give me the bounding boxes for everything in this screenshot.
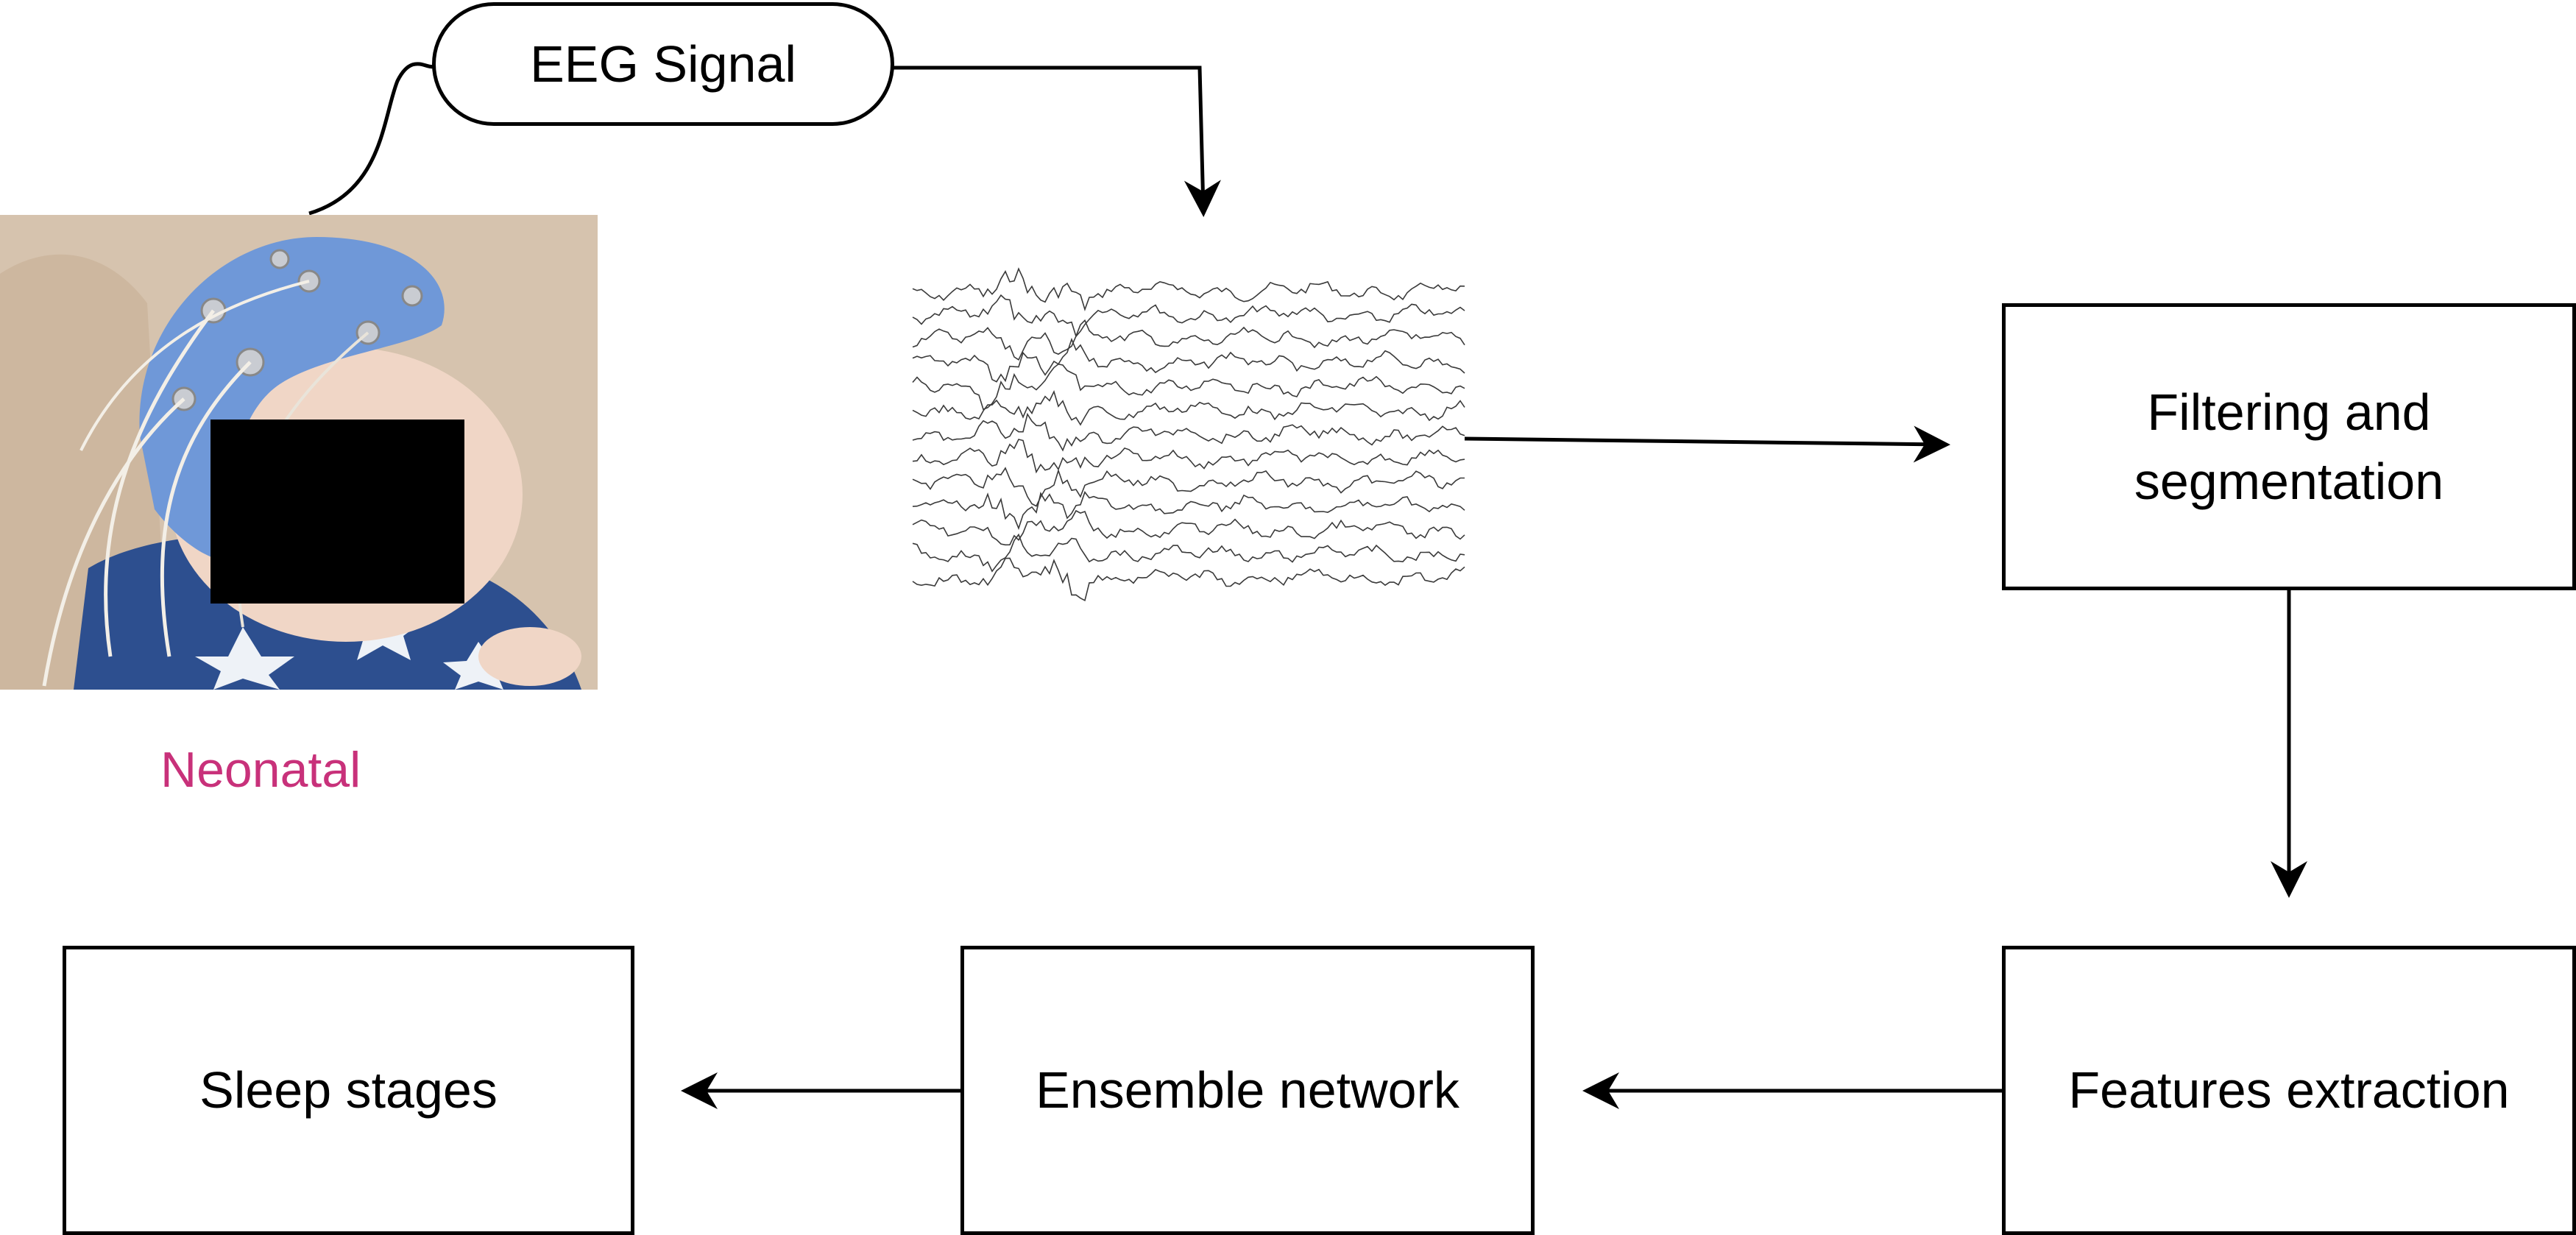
features-extraction-node: Features extraction bbox=[2002, 946, 2576, 1235]
eeg-trace bbox=[912, 509, 1465, 546]
eeg-trace bbox=[912, 363, 1465, 411]
eeg-trace bbox=[912, 267, 1465, 312]
signal-to-waveform-arrow bbox=[843, 66, 1221, 217]
ensemble-network-label: Ensemble network bbox=[1036, 1061, 1459, 1119]
eeg-trace bbox=[912, 467, 1465, 507]
neonate-photo bbox=[0, 215, 598, 690]
sleep-stages-node: Sleep stages bbox=[63, 946, 634, 1235]
cap-to-signal-connector bbox=[308, 62, 436, 216]
sleep-stages-label: Sleep stages bbox=[199, 1061, 498, 1119]
neonatal-label: Neonatal bbox=[160, 742, 361, 798]
ensemble-network-node: Ensemble network bbox=[960, 946, 1535, 1235]
eeg-trace bbox=[912, 557, 1465, 601]
eeg-traces-icon bbox=[912, 267, 1465, 601]
eeg-trace bbox=[912, 319, 1465, 361]
eeg-signal-label: EEG Signal bbox=[530, 35, 796, 93]
eeg-signal-node: EEG Signal bbox=[432, 2, 894, 126]
neonate-with-eeg-cap-icon bbox=[0, 215, 598, 690]
features-extraction-label: Features extraction bbox=[2068, 1061, 2510, 1119]
eeg-trace bbox=[912, 337, 1465, 383]
waveform-to-filtering-arrow bbox=[1464, 425, 1950, 463]
eeg-trace bbox=[912, 533, 1465, 573]
filtering-segmentation-node: Filtering and segmentation bbox=[2002, 303, 2576, 590]
eeg-trace bbox=[912, 294, 1465, 338]
eeg-trace bbox=[912, 412, 1465, 452]
eeg-trace bbox=[912, 491, 1465, 531]
eeg-trace bbox=[912, 390, 1465, 426]
filtering-segmentation-label: Filtering and segmentation bbox=[2134, 383, 2444, 511]
eeg-trace bbox=[912, 439, 1465, 474]
